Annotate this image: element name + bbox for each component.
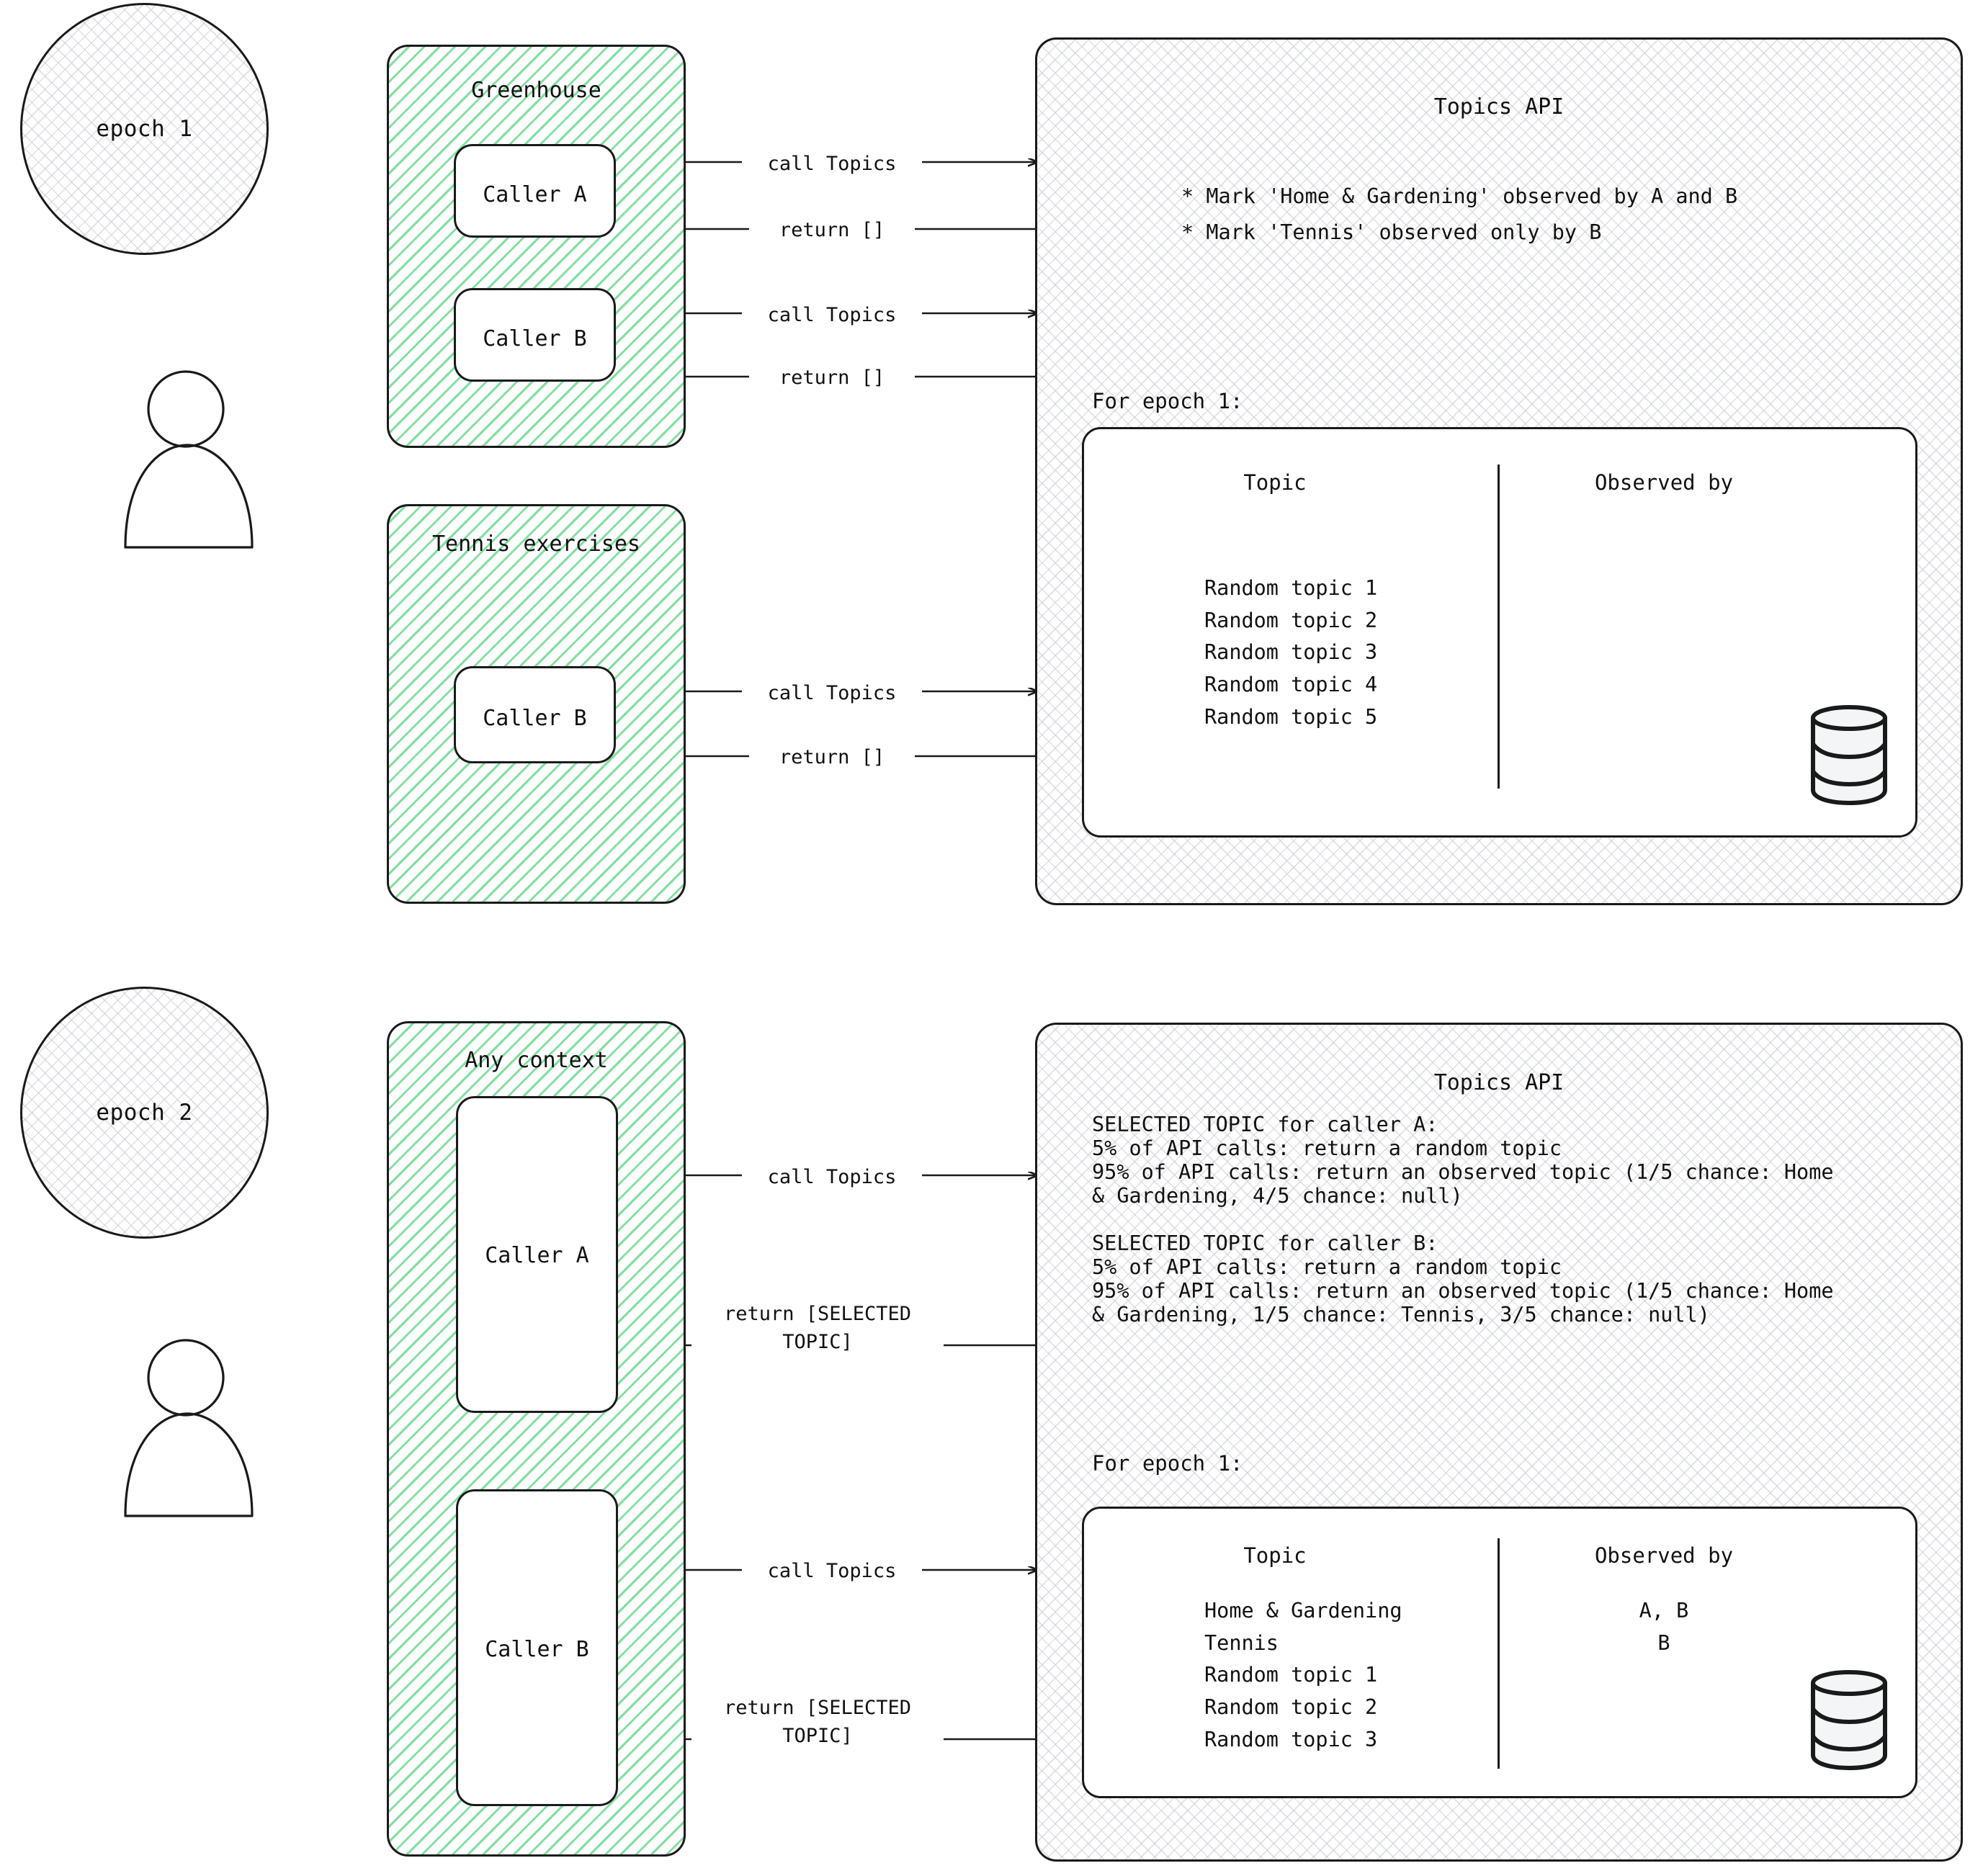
- cell-observed-by: B: [1657, 1630, 1670, 1655]
- rule-line: 5% of API calls: return a random topic: [1092, 1255, 1562, 1279]
- table-row: [1509, 1692, 1819, 1724]
- caller-box-a-greenhouse[interactable]: [454, 144, 616, 238]
- table-row: Random topic 3: [1204, 1724, 1402, 1756]
- cell-topic: Random topic 1: [1204, 576, 1378, 600]
- table-row: Random topic 1: [1204, 573, 1377, 605]
- epoch-2-badge: epoch 2: [20, 987, 269, 1239]
- epoch2-table-body-topics: Home & Gardening Tennis Random topic 1 R…: [1204, 1595, 1402, 1756]
- rule-line: SELECTED TOPIC for caller A:: [1092, 1113, 1438, 1136]
- caller-box-b-tennis[interactable]: [454, 666, 616, 763]
- topics-api-panel-epoch1-title: Topics API: [1433, 94, 1565, 120]
- table-row: [1509, 1659, 1819, 1692]
- wire-label-return-a2: return [SELECTED TOPIC]: [691, 1300, 944, 1357]
- wire-label-call-b2: call Topics: [742, 1557, 922, 1586]
- topics-api-panel-epoch2-title: Topics API: [1433, 1070, 1565, 1095]
- epoch2-table-divider: [1498, 1538, 1500, 1769]
- epoch1-table-col-observed: Observed by: [1594, 470, 1734, 495]
- caller-box-b-any-label: Caller B: [485, 1637, 589, 1662]
- caller-box-a-any-label: Caller A: [485, 1243, 589, 1268]
- epoch-1-badge: epoch 1: [20, 3, 269, 255]
- caller-box-b-greenhouse-label: Caller B: [483, 326, 587, 351]
- epoch1-table-body: Random topic 1 Random topic 2 Random top…: [1204, 573, 1377, 734]
- table-row: Random topic 5: [1204, 701, 1377, 734]
- wire-label-return-bt1: return []: [749, 743, 915, 772]
- cell-observed-by: [1657, 1695, 1670, 1719]
- caller-box-b-tennis-label: Caller B: [483, 706, 587, 731]
- epoch2-topics-table-card: [1082, 1507, 1917, 1798]
- table-row: B: [1509, 1628, 1819, 1660]
- epoch2-table-body-observers: A, B B: [1509, 1595, 1819, 1756]
- epoch1-topics-table-card: [1082, 427, 1917, 838]
- topics-api-epoch2-caption: For epoch 1:: [1092, 1451, 1243, 1476]
- rule-line: & Gardening, 1/5 chance: Tennis, 3/5 cha…: [1092, 1303, 1710, 1327]
- table-row: Random topic 2: [1204, 605, 1377, 637]
- caller-box-b-any[interactable]: [456, 1489, 618, 1806]
- person-icon: [115, 367, 259, 555]
- table-row: Home & Gardening: [1204, 1595, 1402, 1628]
- cell-topic: Random topic 4: [1204, 673, 1378, 697]
- context-tennis-exercises-title: Tennis exercises: [432, 531, 640, 557]
- wire-label-return-a1: return []: [749, 216, 915, 245]
- rule-line-spacer: [1092, 1208, 1949, 1231]
- epoch2-table-col-observed: Observed by: [1594, 1543, 1734, 1568]
- cell-topic: Random topic 3: [1204, 640, 1378, 665]
- cell-topic: Tennis: [1204, 1630, 1279, 1655]
- rule-line: 95% of API calls: return an observed top…: [1092, 1279, 1834, 1303]
- wire-label-call-b1: call Topics: [742, 301, 922, 330]
- context-greenhouse-title: Greenhouse: [471, 78, 601, 103]
- wire-label-call-bt1: call Topics: [742, 679, 922, 708]
- person-icon: [115, 1336, 259, 1523]
- cell-topic: Random topic 3: [1204, 1727, 1378, 1751]
- table-row: [1509, 1724, 1819, 1756]
- cell-topic: Random topic 5: [1204, 704, 1378, 729]
- cell-topic: Random topic 2: [1204, 1695, 1378, 1720]
- cell-observed-by: [1657, 1728, 1670, 1751]
- table-row: Random topic 3: [1204, 637, 1377, 669]
- rule-line: SELECTED TOPIC for caller B:: [1092, 1231, 1438, 1255]
- table-row: Random topic 2: [1204, 1692, 1402, 1724]
- wire-label-return-b1: return []: [749, 364, 915, 392]
- cell-observed-by: A, B: [1639, 1599, 1689, 1623]
- database-icon: [1804, 702, 1898, 807]
- topics-api-bullet-1: * Mark 'Home & Gardening' observed by A …: [1181, 184, 1738, 208]
- rule-line: 95% of API calls: return an observed top…: [1092, 1160, 1834, 1184]
- cell-topic: Home & Gardening: [1204, 1599, 1402, 1623]
- epoch-2-label: epoch 2: [96, 1100, 193, 1126]
- caller-box-a-any[interactable]: [456, 1096, 618, 1413]
- cell-topic: Random topic 1: [1204, 1663, 1378, 1687]
- table-row: Random topic 4: [1204, 669, 1377, 701]
- epoch-1-label: epoch 1: [96, 116, 193, 142]
- rule-line: & Gardening, 4/5 chance: null): [1092, 1184, 1463, 1208]
- context-any-context-title: Any context: [465, 1048, 608, 1073]
- topics-api-epoch1-caption: For epoch 1:: [1092, 389, 1243, 413]
- epoch2-table-col-topic: Topic: [1243, 1543, 1307, 1568]
- wire-label-return-b2: return [SELECTED TOPIC]: [691, 1694, 944, 1751]
- cell-topic: Random topic 2: [1204, 608, 1378, 632]
- epoch1-table-col-topic: Topic: [1243, 470, 1307, 495]
- caller-box-b-greenhouse[interactable]: [454, 288, 616, 382]
- database-icon: [1804, 1667, 1898, 1772]
- epoch1-table-divider: [1498, 464, 1500, 789]
- table-row: Tennis: [1204, 1628, 1402, 1660]
- caller-box-a-greenhouse-label: Caller A: [483, 182, 587, 207]
- rule-line: 5% of API calls: return a random topic: [1092, 1136, 1562, 1160]
- wire-label-call-a1: call Topics: [742, 150, 922, 179]
- topics-api-bullet-2: * Mark 'Tennis' observed only by B: [1181, 220, 1602, 244]
- table-row: Random topic 1: [1204, 1659, 1402, 1692]
- topics-api-epoch2-rules: SELECTED TOPIC for caller A: 5% of API c…: [1092, 1113, 1949, 1327]
- cell-observed-by: [1657, 1663, 1670, 1687]
- wire-label-call-a2: call Topics: [742, 1163, 922, 1192]
- table-row: A, B: [1509, 1595, 1819, 1628]
